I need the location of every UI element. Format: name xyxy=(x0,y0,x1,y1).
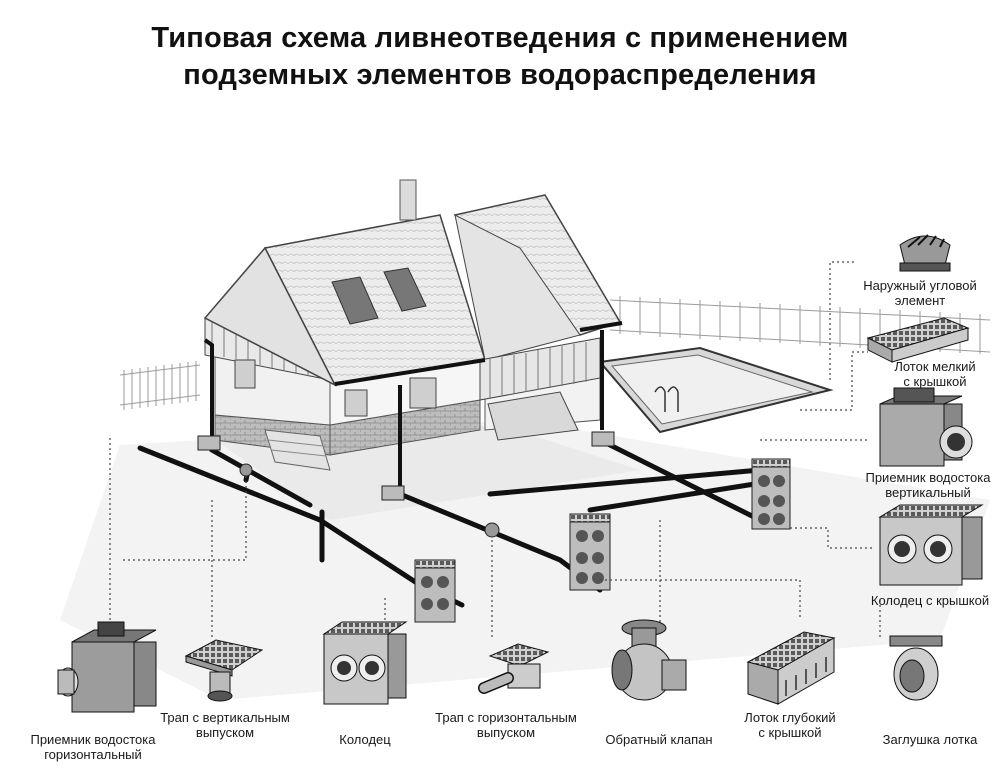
label-line: Заглушка лотка xyxy=(882,732,978,747)
label-line: вертикальный xyxy=(885,485,971,500)
label-line: выпуском xyxy=(195,725,255,740)
label-check-valve: Обратный клапан xyxy=(596,732,722,747)
label-line: выпуском xyxy=(476,725,536,740)
label-line: Колодец с крышкой xyxy=(870,593,990,608)
deep-tray-drawing xyxy=(746,631,836,705)
outer-corner-element-drawing xyxy=(899,234,951,272)
label-tray-plug: Заглушка лотка xyxy=(872,732,988,747)
label-line: Приемник водостока xyxy=(30,732,156,747)
label-line: Лоток глубокий xyxy=(744,710,836,725)
leader-lines xyxy=(109,261,881,640)
downpipes xyxy=(203,330,604,488)
label-vertical-inlet: Приемник водостока вертикальный xyxy=(858,470,998,500)
label-vertical-trap: Трап с вертикальным выпуском xyxy=(150,710,300,740)
fence-left xyxy=(119,361,201,410)
label-shallow-tray: Лоток мелкий с крышкой xyxy=(880,359,990,389)
label-well: Колодец xyxy=(320,732,410,747)
scene-wells xyxy=(197,431,791,623)
label-line: Лоток мелкий xyxy=(894,359,976,374)
label-horizontal-inlet: Приемник водостока горизонтальный xyxy=(18,732,168,762)
label-line: Обратный клапан xyxy=(605,732,713,747)
label-line: Наружный угловой xyxy=(863,278,977,293)
label-line: горизонтальный xyxy=(44,747,142,762)
label-horizontal-trap: Трап с горизонтальным выпуском xyxy=(426,710,586,740)
tray-plug-drawing xyxy=(889,635,943,701)
label-deep-tray: Лоток глубокий с крышкой xyxy=(732,710,848,740)
vertical-inlet-drawing xyxy=(879,387,973,467)
diagram-title-line-1: Типовая схема ливнеотведения с применени… xyxy=(151,22,849,54)
label-line: Трап с горизонтальным xyxy=(435,710,577,725)
check-valve-drawing xyxy=(611,619,687,701)
label-line: с крышкой xyxy=(903,374,967,389)
swimming-pool xyxy=(598,346,834,434)
diagram-title-line-2: подземных элементов водораспределения xyxy=(183,59,817,91)
shallow-tray-drawing xyxy=(866,317,970,363)
label-line: Приемник водостока xyxy=(865,470,991,485)
well-drawing xyxy=(322,621,408,705)
horizontal-trap-drawing xyxy=(478,643,550,694)
label-outer-corner-element: Наружный угловой элемент xyxy=(855,278,985,308)
label-line: с крышкой xyxy=(758,725,822,740)
vertical-trap-drawing xyxy=(184,639,264,702)
house xyxy=(203,179,623,471)
label-line: Колодец xyxy=(339,732,391,747)
well-with-lid-drawing xyxy=(878,504,984,586)
label-line: элемент xyxy=(894,293,946,308)
label-line: Трап с вертикальным xyxy=(160,710,290,725)
label-well-with-lid: Колодец с крышкой xyxy=(862,593,998,608)
horizontal-inlet-drawing xyxy=(57,621,157,713)
